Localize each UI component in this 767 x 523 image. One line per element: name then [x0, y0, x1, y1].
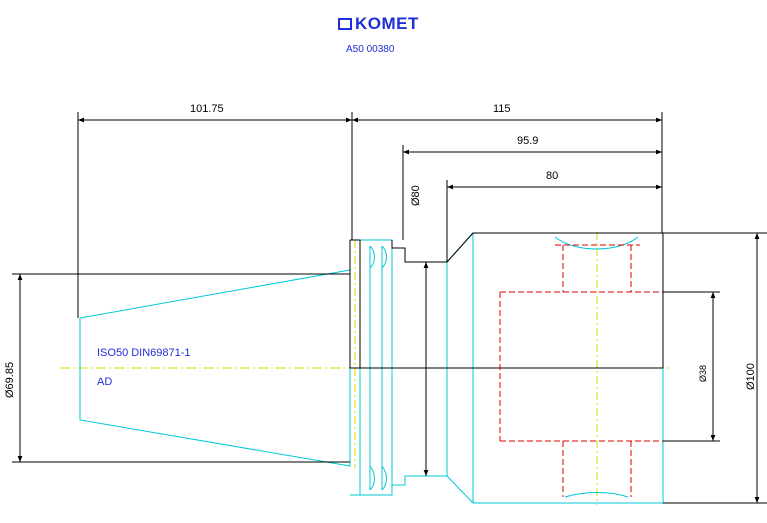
dim-dia-body: Ø100: [745, 363, 757, 390]
dim-dia-bore: Ø38: [698, 365, 708, 382]
dim-dia-flange: Ø80: [410, 185, 422, 206]
flange-collar: [350, 239, 428, 496]
brand-logo: KOMET: [338, 14, 419, 34]
part-number: A50 00380: [346, 44, 395, 55]
section-outline: [349, 232, 664, 369]
hidden-bore: [499, 244, 663, 497]
dim-length-total: 115: [493, 103, 511, 115]
extension-lines: [12, 112, 767, 504]
dim-length-left: 101.75: [190, 103, 224, 115]
brand-name: KOMET: [355, 14, 419, 33]
spec-version: AD: [97, 376, 112, 388]
spec-standard: ISO50 DIN69871-1: [97, 347, 191, 359]
dim-length-mid: 95.9: [517, 135, 538, 147]
dim-length-inner: 80: [546, 170, 558, 182]
dim-dia-taper: Ø69.85: [4, 362, 16, 398]
taper-shank: [79, 269, 351, 467]
dimension-lines: [17, 117, 760, 503]
komet-logo-icon: [338, 18, 352, 30]
